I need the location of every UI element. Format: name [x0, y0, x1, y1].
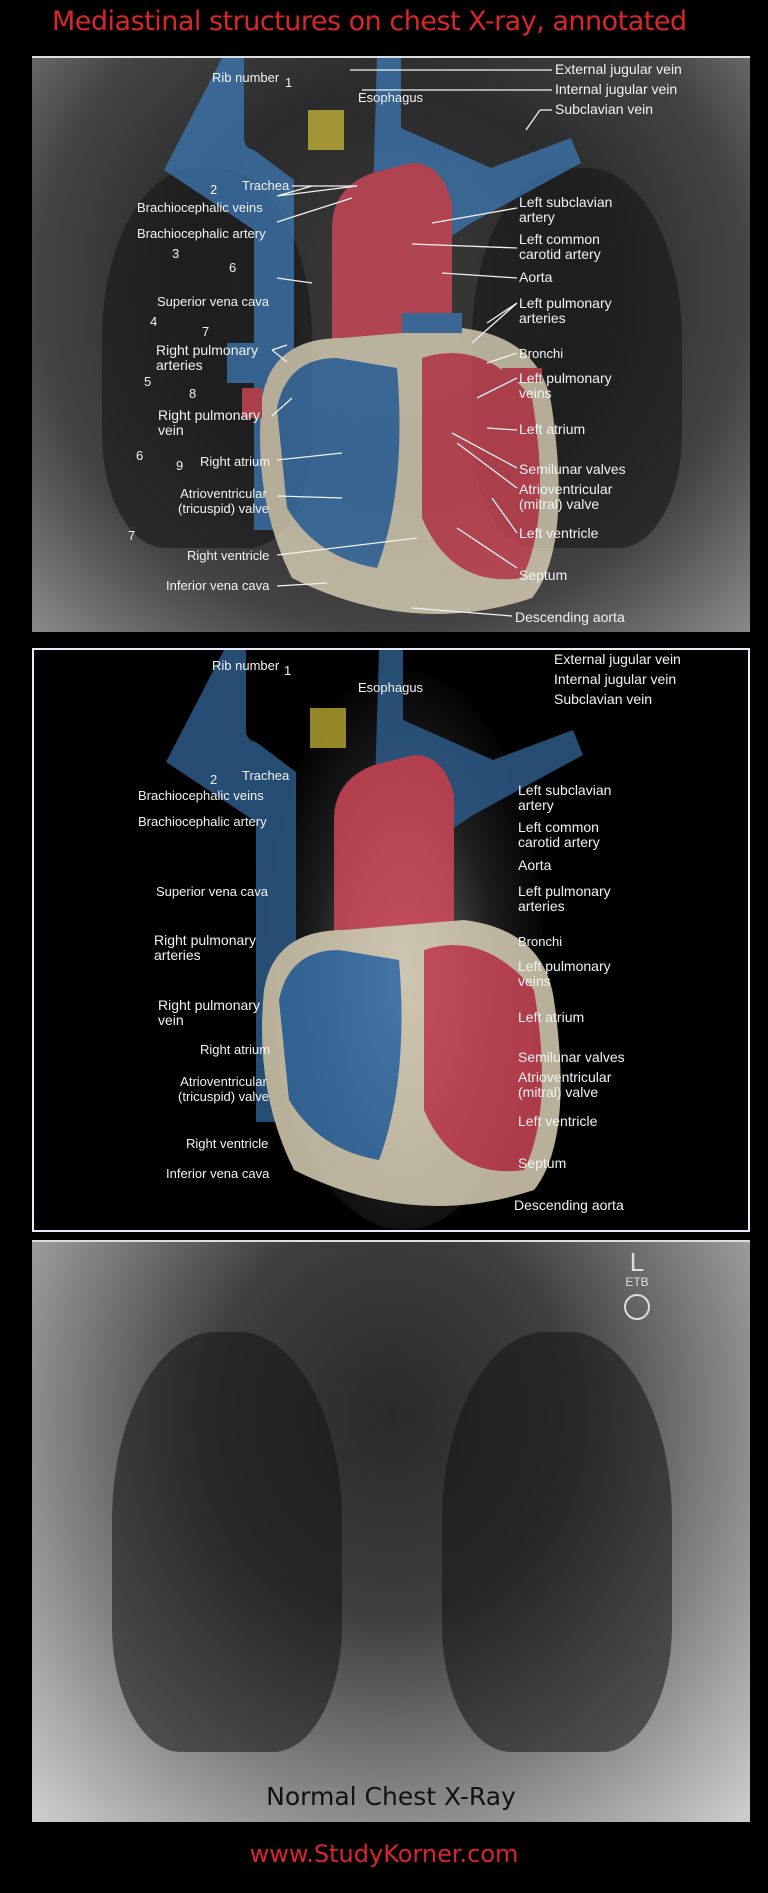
label-trachea: Trachea	[242, 768, 290, 783]
rib-6: 6	[229, 260, 237, 275]
label-aorta: Aorta	[519, 269, 553, 285]
label-brachiocephalic-artery: Brachiocephalic artery	[138, 814, 267, 829]
rib-2: 2	[210, 182, 218, 197]
side-marker: L ETB	[624, 1249, 650, 1322]
label-tricuspid-valve: Atrioventricular(tricuspid) valve	[178, 486, 270, 516]
label-superior-vena-cava: Superior vena cava	[156, 884, 269, 899]
marker-ring-icon	[624, 1294, 650, 1320]
rib-7: 7	[202, 324, 210, 339]
label-superior-vena-cava: Superior vena cava	[157, 294, 270, 309]
label-subclavian-vein: Subclavian vein	[554, 691, 653, 707]
rib-4: 4	[150, 314, 158, 329]
left-lung	[442, 1332, 672, 1752]
rib-3: 3	[172, 246, 180, 261]
right-lung	[112, 1332, 342, 1752]
label-subclavian-vein: Subclavian vein	[555, 101, 654, 117]
mediastinum-illustration	[164, 58, 581, 617]
rib-2: 2	[210, 772, 218, 787]
label-right-ventricle: Right ventricle	[187, 548, 270, 563]
label-left-atrium: Left atrium	[519, 421, 586, 437]
label-semilunar-valves: Semilunar valves	[518, 1049, 625, 1065]
rib-7b: 7	[128, 528, 136, 543]
label-rib-number: Rib number	[212, 658, 280, 673]
rib-9: 9	[176, 458, 184, 473]
label-external-jugular-vein: External jugular vein	[555, 61, 682, 77]
label-brachiocephalic-veins: Brachiocephalic veins	[137, 200, 263, 215]
label-esophagus: Esophagus	[358, 90, 424, 105]
label-septum: Septum	[518, 1155, 567, 1171]
rib-8: 8	[189, 386, 197, 401]
label-tricuspid-valve: Atrioventricular(tricuspid) valve	[178, 1074, 270, 1104]
label-external-jugular-vein: External jugular vein	[554, 651, 681, 667]
label-trachea: Trachea	[242, 178, 290, 193]
label-internal-jugular-vein: Internal jugular vein	[555, 81, 678, 97]
label-brachiocephalic-veins: Brachiocephalic veins	[138, 788, 264, 803]
mediastinum-illustration-dark	[166, 650, 583, 1206]
plain-xray-panel: L ETB Normal Chest X-Ray	[32, 1240, 750, 1822]
label-esophagus: Esophagus	[358, 680, 424, 695]
label-right-ventricle: Right ventricle	[186, 1136, 269, 1151]
label-brachiocephalic-artery: Brachiocephalic artery	[137, 226, 266, 241]
rib-5: 5	[144, 374, 152, 389]
label-descending-aorta: Descending aorta	[515, 609, 625, 625]
label-inferior-vena-cava: Inferior vena cava	[166, 578, 270, 593]
label-descending-aorta: Descending aorta	[514, 1197, 624, 1213]
rib-6b: 6	[136, 448, 144, 463]
xray-caption: Normal Chest X-Ray	[266, 1782, 516, 1811]
label-mitral-valve: Atrioventricular(mitral) valve	[519, 481, 613, 512]
label-left-ventricle: Left ventricle	[518, 1113, 598, 1129]
annotated-diagram-panel: Rib number 1 Esophagus Trachea 2 Brachio…	[32, 648, 750, 1232]
site-url-link[interactable]: www.StudyKorner.com	[249, 1840, 519, 1868]
page-title: Mediastinal structures on chest X-ray, a…	[52, 6, 687, 37]
label-inferior-vena-cava: Inferior vena cava	[166, 1166, 270, 1181]
label-bronchi: Bronchi	[518, 934, 563, 949]
annotated-xray-panel: Rib number 1 Esophagus Trachea 2 Brachio…	[32, 56, 750, 632]
label-semilunar-valves: Semilunar valves	[519, 461, 626, 477]
label-bronchi: Bronchi	[519, 346, 564, 361]
label-right-atrium: Right atrium	[200, 454, 271, 469]
rib-1: 1	[285, 75, 293, 90]
label-mitral-valve: Atrioventricular(mitral) valve	[518, 1069, 612, 1100]
label-septum: Septum	[519, 567, 568, 583]
label-left-atrium: Left atrium	[518, 1009, 585, 1025]
label-internal-jugular-vein: Internal jugular vein	[554, 671, 677, 687]
label-left-ventricle: Left ventricle	[519, 525, 599, 541]
label-rib-number: Rib number	[212, 70, 280, 85]
rib-1: 1	[284, 663, 292, 678]
label-aorta: Aorta	[518, 857, 552, 873]
label-right-atrium: Right atrium	[200, 1042, 271, 1057]
